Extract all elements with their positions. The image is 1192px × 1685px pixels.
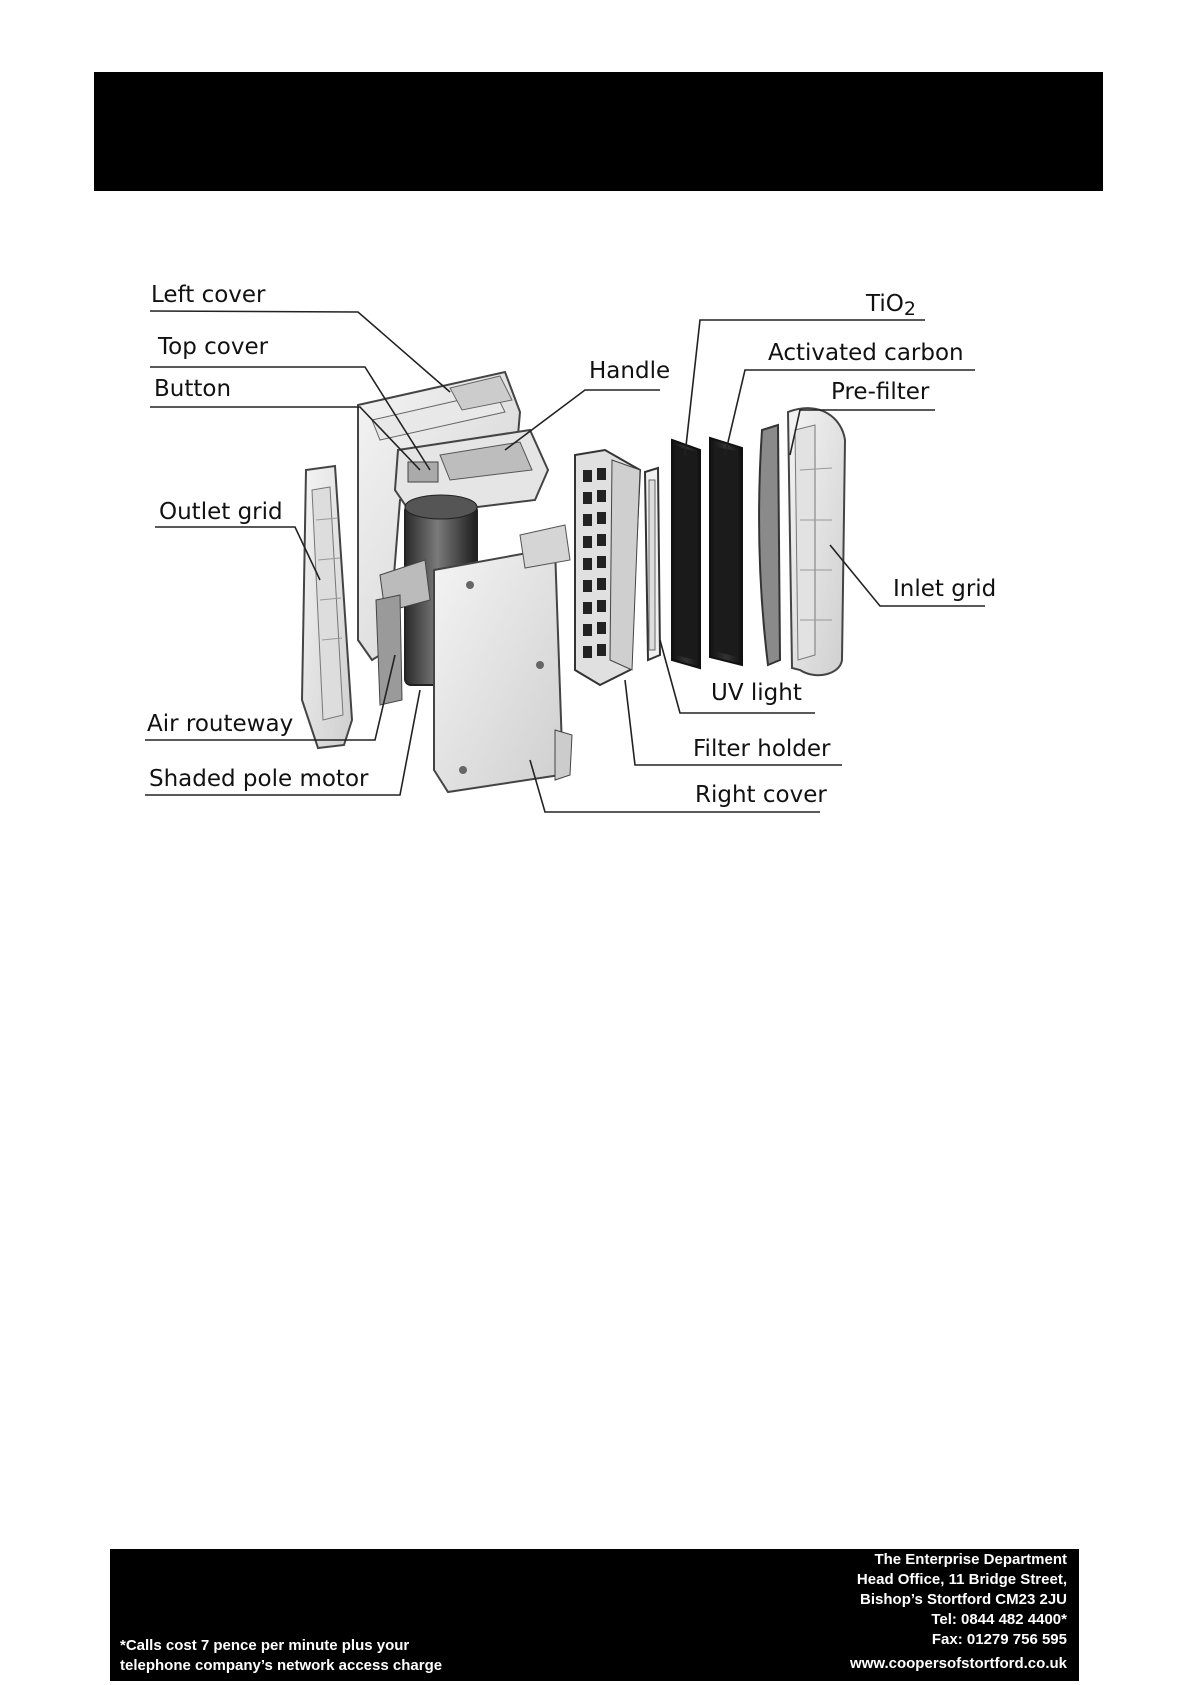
footer-fax: Fax: 01279 756 595 [931, 1631, 1067, 1648]
label-handle: Handle [589, 358, 670, 384]
label-tio2: TiO2 [865, 291, 916, 320]
label-top-cover: Top cover [157, 334, 269, 360]
activated-carbon-part [709, 436, 743, 667]
inlet-grid-part [786, 407, 847, 677]
tio2-subscript: 2 [904, 298, 916, 320]
footer-address-line-2: Head Office, 11 Bridge Street, [856, 1571, 1067, 1588]
label-filter-holder: Filter holder [693, 736, 831, 762]
outlet-grid-part [300, 464, 354, 750]
label-shaded-pole-motor: Shaded pole motor [149, 766, 369, 792]
footer-call-note-1: *Calls cost 7 pence per minute plus your [120, 1637, 410, 1654]
footer-call-note-2: telephone company’s network access charg… [120, 1657, 443, 1674]
leader-lines [145, 310, 985, 813]
label-left-cover: Left cover [151, 282, 266, 308]
filter-holder-part [574, 448, 642, 687]
label-button: Button [154, 376, 231, 402]
top-cover-part [393, 428, 550, 517]
label-inlet-grid: Inlet grid [893, 576, 996, 602]
tio2-filter-part [671, 438, 701, 670]
label-air-routeway: Air routeway [147, 711, 293, 737]
button-part [407, 461, 439, 483]
tio2-main-text: TiO [865, 291, 904, 317]
label-uv-light: UV light [711, 680, 802, 706]
exploded-diagram: Left cover Top cover Button Outlet grid … [145, 282, 996, 813]
footer-address-line-1: The Enterprise Department [874, 1551, 1067, 1568]
header-bar [94, 72, 1103, 191]
label-right-cover: Right cover [695, 782, 827, 808]
label-pre-filter: Pre-filter [831, 379, 930, 405]
footer-website: www.coopersofstortford.co.uk [850, 1655, 1067, 1672]
uv-light-part [643, 466, 662, 662]
label-outlet-grid: Outlet grid [159, 499, 283, 525]
pre-filter-part [758, 423, 782, 667]
footer-bar: The Enterprise Department Head Office, 1… [110, 1549, 1079, 1681]
footer-address-line-3: Bishop’s Stortford CM23 2JU [860, 1591, 1067, 1608]
label-activated-carbon: Activated carbon [768, 340, 964, 366]
footer-tel: Tel: 0844 482 4400* [931, 1611, 1067, 1628]
right-cover-part [433, 524, 573, 794]
